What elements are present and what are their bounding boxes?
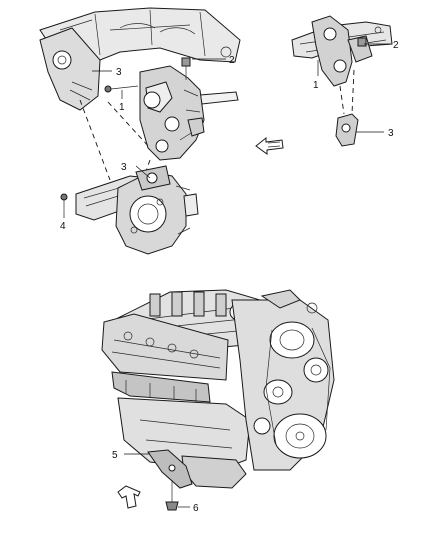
front-direction-arrow-icon (117, 485, 141, 509)
callout-2-right: 2 (393, 40, 399, 51)
frame-rail-assembly (39, 7, 241, 111)
mount-detail-assembly (291, 15, 393, 87)
bolt-4 (60, 193, 68, 214)
engine-mount-bracket (139, 57, 205, 161)
callout-6: 6 (193, 503, 199, 514)
callout-2: 2 (229, 55, 235, 66)
callout-1-right: 1 (313, 80, 319, 91)
callout-3-axle: 3 (121, 162, 127, 173)
engine-mount-5 (147, 449, 193, 489)
front-direction-arrow-icon (255, 136, 284, 155)
bolt-1 (104, 85, 139, 93)
callout-4: 4 (60, 221, 66, 232)
callout-3-right: 3 (388, 128, 394, 139)
callout-1: 1 (119, 102, 125, 113)
mount-isolator (335, 113, 359, 147)
engine-block (101, 289, 335, 489)
front-axle-differential (75, 165, 199, 255)
bolt-6 (165, 480, 179, 511)
callout-5: 5 (112, 450, 118, 461)
callout-3: 3 (116, 67, 122, 78)
